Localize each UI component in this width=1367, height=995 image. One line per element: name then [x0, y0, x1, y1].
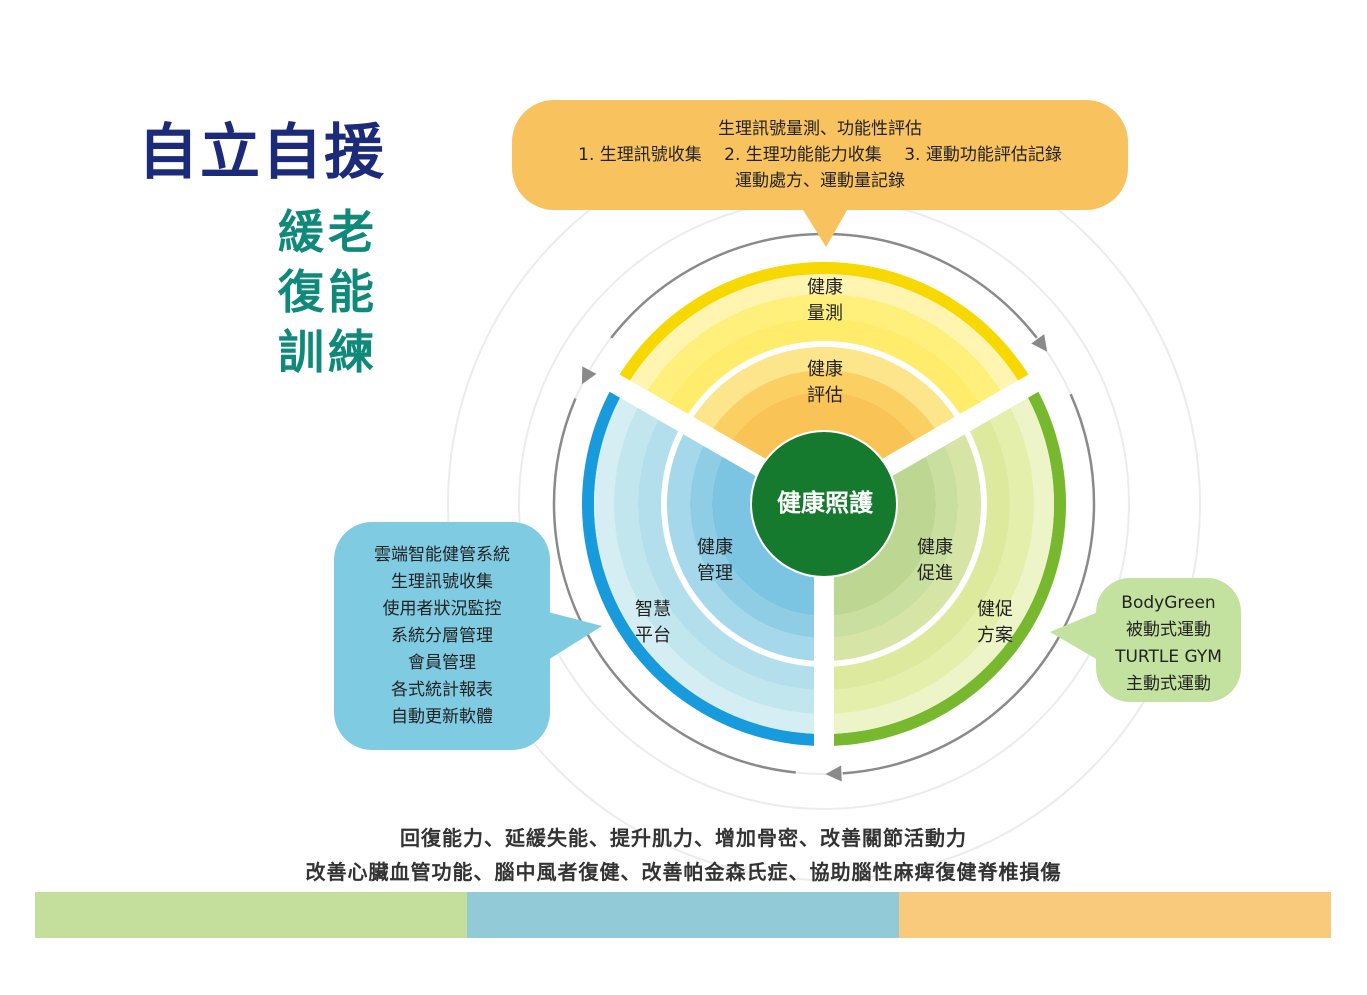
segment-top-ring-1 — [618, 261, 1030, 383]
segment-top-ring-2 — [628, 273, 1020, 394]
callout-right-pointer — [1050, 612, 1098, 660]
callout-top-line-1: 生理訊號量測、功能性評估 — [718, 119, 922, 139]
label-health-measure: 健康 量測 — [807, 277, 843, 324]
segment-top-ring-7 — [728, 392, 920, 466]
segment-right-ring-3 — [826, 404, 1034, 714]
callout-top: 生理訊號量測、功能性評估 1. 生理訊號收集 2. 生理功能能力收集 3. 運動… — [512, 100, 1128, 210]
segment-left-ring-7 — [712, 451, 823, 616]
label-health-assess: 健康 評估 — [807, 359, 843, 406]
segment-right-ring-6 — [825, 440, 958, 638]
center-circle — [752, 432, 896, 576]
segment-top-ring-6 — [710, 369, 938, 445]
label-smart-platform: 智慧 平台 — [635, 599, 671, 646]
callout-left-pointer — [548, 612, 602, 660]
footer-line-1: 回復能力、延緩失能、提升肌力、增加骨密、改善關節活動力 — [400, 826, 967, 850]
callout-right-line-3: TURTLE GYM — [1115, 647, 1222, 667]
segment-left-ring-6 — [690, 440, 823, 638]
arrow-bottom — [825, 765, 842, 782]
segment-top-ring-5 — [688, 344, 960, 434]
label-promotion-plan: 健促 方案 — [977, 599, 1013, 646]
segment-top-ring-3 — [645, 293, 1003, 406]
cycle-arc-right — [842, 393, 1096, 775]
callout-left-line-4: 系統分層管理 — [391, 626, 493, 646]
callout-left-line-1: 雲端智能健管系統 — [374, 545, 510, 565]
subtitle-line-2: 復能 — [278, 265, 378, 319]
segment-right-ring-7 — [825, 451, 936, 616]
subtitle-line-3: 訓練 — [278, 325, 378, 379]
footer-band-orange — [899, 892, 1331, 938]
callout-right-line-4: 主動式運動 — [1126, 674, 1211, 694]
segment-right-ring-1 — [827, 389, 1066, 746]
center-label: 健康照護 — [777, 489, 873, 517]
segment-left-ring-2 — [593, 395, 822, 734]
cycle-arc-left — [552, 398, 796, 774]
callout-right: BodyGreen 被動式運動 TURTLE GYM 主動式運動 — [1096, 578, 1241, 702]
footer-line-2: 改善心臟血管功能、腦中風者復健、改善帕金森氏症、協助腦性麻痺復健脊椎損傷 — [305, 860, 1062, 884]
segment-left-ring-4 — [637, 416, 822, 690]
callout-left-line-5: 會員管理 — [408, 653, 476, 673]
ring-gap — [661, 341, 987, 667]
callout-left-line-7: 自動更新軟體 — [391, 707, 493, 727]
callout-top-pointer — [800, 205, 850, 247]
label-health-promote: 健康 促進 — [917, 537, 953, 584]
main-title: 自立自援 — [138, 118, 386, 188]
callout-left: 雲端智能健管系統 生理訊號收集 使用者狀況監控 系統分層管理 會員管理 各式統計… — [334, 522, 550, 750]
label-health-manage: 健康 管理 — [697, 537, 733, 584]
segment-left-ring-1 — [581, 389, 821, 746]
arrow-right-top — [1031, 334, 1048, 352]
callout-left-line-3: 使用者狀況監控 — [382, 599, 502, 619]
callout-top-line-3: 運動處方、運動量記錄 — [735, 171, 905, 191]
arrow-left-top — [581, 366, 597, 385]
segment-left-ring-3 — [613, 404, 822, 714]
callout-right-line-1: BodyGreen — [1121, 593, 1216, 613]
callout-left-line-2: 生理訊號收集 — [391, 572, 493, 592]
callout-left-line-6: 各式統計報表 — [391, 680, 493, 700]
segment-right-ring-4 — [826, 416, 1011, 690]
segment-top-ring-4 — [665, 318, 983, 419]
footer-band-blue — [467, 892, 899, 938]
callout-right-line-2: 被動式運動 — [1126, 620, 1211, 640]
segment-right-ring-2 — [826, 395, 1055, 734]
callout-top-line-2: 1. 生理訊號收集 2. 生理功能能力收集 3. 運動功能評估記錄 — [578, 145, 1062, 165]
footer-band-green — [35, 892, 467, 938]
subtitle-line-1: 緩老 — [278, 205, 378, 259]
